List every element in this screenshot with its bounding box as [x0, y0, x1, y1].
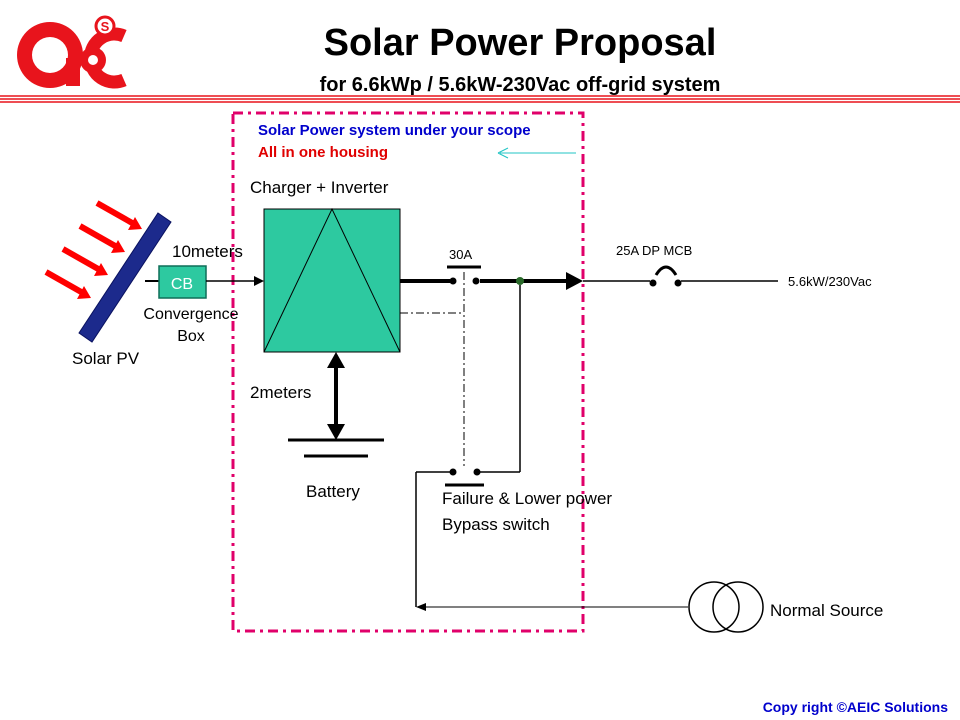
solar-pv-label: Solar PV — [72, 349, 140, 368]
company-logo: S — [17, 15, 127, 89]
output-arrowhead — [566, 272, 583, 290]
header-rule — [0, 95, 960, 103]
convergence-label-2: Box — [177, 328, 205, 345]
convergence-label-1: Convergence — [143, 306, 238, 323]
solar-pv-panel — [78, 212, 172, 343]
normal-source-label: Normal Source — [770, 601, 883, 620]
transformer-symbol — [688, 581, 764, 633]
logo-mark: S — [101, 19, 110, 34]
page-subtitle: for 6.6kWp / 5.6kW-230Vac off-grid syste… — [320, 74, 721, 96]
mcb-label: 25A DP MCB — [616, 243, 692, 258]
bypass-label-2: Bypass switch — [442, 515, 550, 534]
cb-label: CB — [171, 276, 193, 293]
convergence-box — [158, 265, 207, 299]
pv-to-inverter-arrowhead — [254, 276, 264, 286]
breaker-30a-label: 30A — [449, 247, 472, 262]
breaker-30a — [447, 265, 481, 285]
scope-pointer-arrow — [497, 147, 576, 159]
battery-connection — [327, 352, 345, 440]
output-rating-label: 5.6kW/230Vac — [788, 274, 872, 289]
battery-label: Battery — [306, 482, 360, 501]
bypass-switch — [445, 468, 484, 487]
scope-boundary — [231, 111, 585, 633]
battery-distance-label: 2meters — [250, 383, 311, 402]
mcb-25a-symbol — [649, 265, 682, 287]
charger-inverter-label: Charger + Inverter — [250, 178, 389, 197]
inverter-symbol — [263, 207, 401, 353]
bypass-junction — [516, 277, 524, 285]
interlock-link — [400, 272, 465, 466]
copyright-text: Copy right ©AEIC Solutions — [763, 699, 949, 715]
charger-inverter-unit — [263, 208, 401, 353]
scope-line-1: Solar Power system under your scope — [258, 122, 531, 139]
normal-source-arrowhead — [416, 603, 426, 611]
battery-symbol — [288, 438, 384, 458]
scope-line-2: All in one housing — [258, 144, 388, 161]
pv-distance-label: 10meters — [172, 242, 243, 261]
sun-rays — [44, 200, 142, 299]
page-title: Solar Power Proposal — [324, 22, 717, 64]
bypass-label-1: Failure & Lower power — [442, 489, 612, 508]
